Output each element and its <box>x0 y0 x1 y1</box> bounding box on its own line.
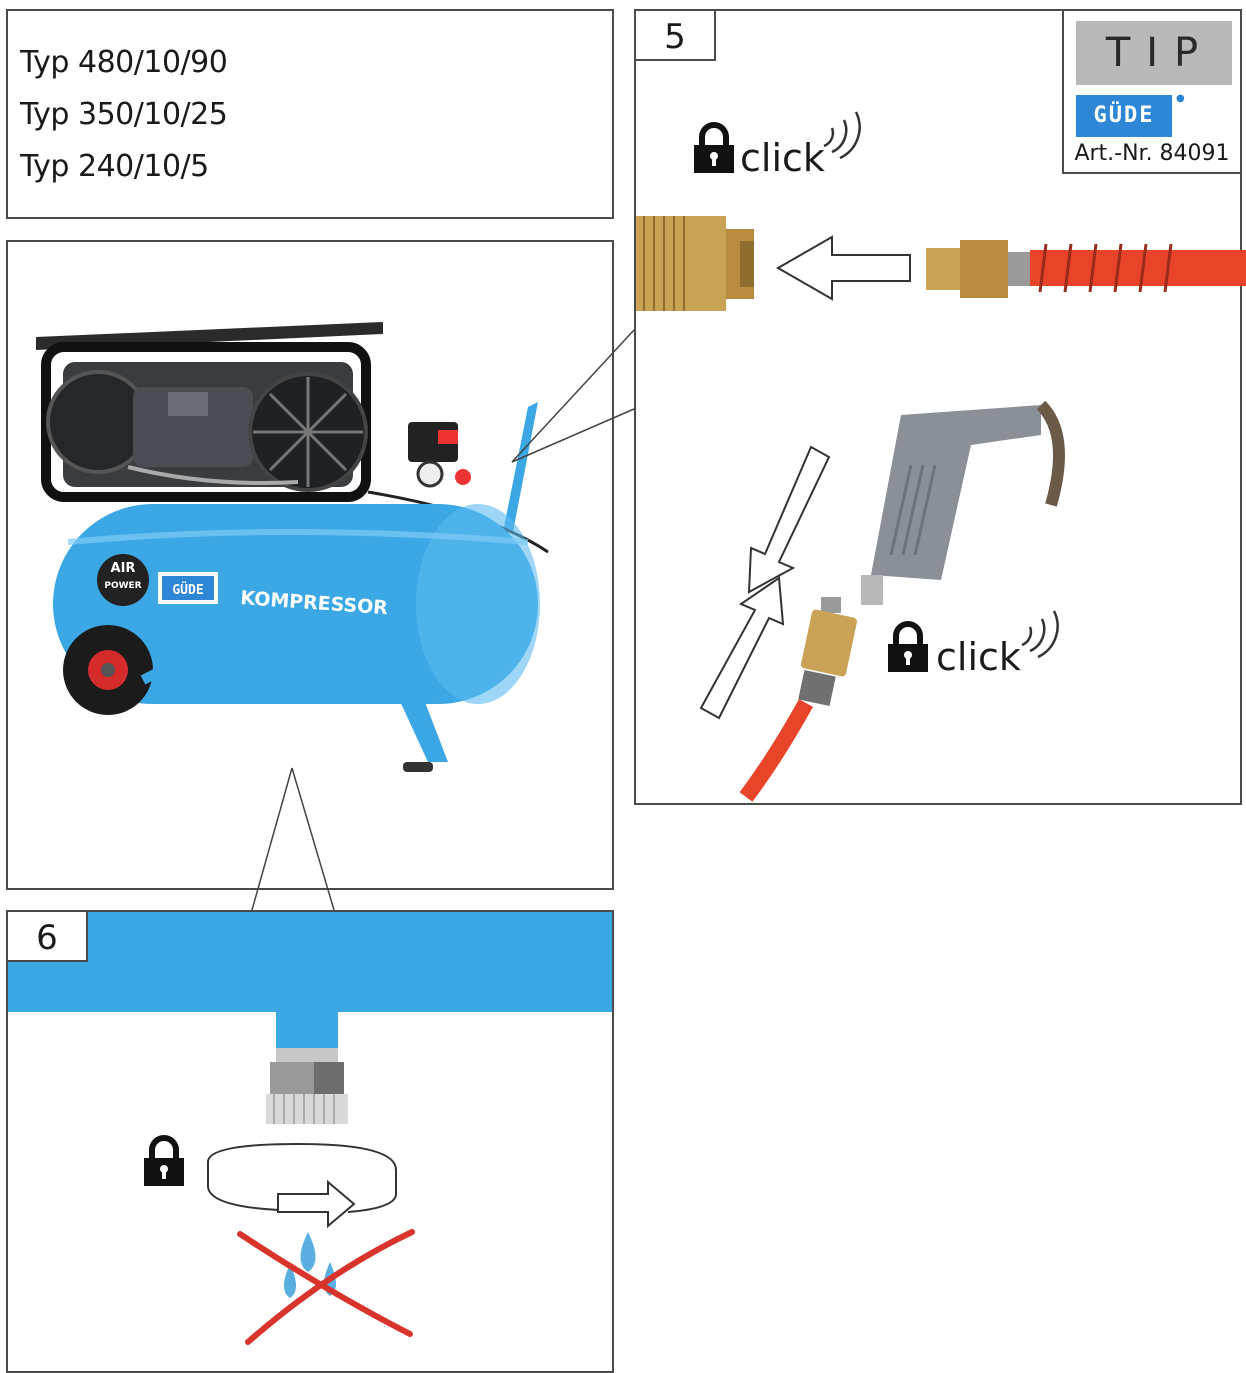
air-gun-icon <box>861 400 1065 605</box>
tip-brand-logo: GÜDE <box>1076 95 1172 137</box>
no-leak-cross-icon <box>237 1229 415 1345</box>
plug-hose-icon <box>926 240 1246 298</box>
model-line-2: Typ 350/10/25 <box>20 97 228 132</box>
model-line-3: Typ 240/10/5 <box>20 149 209 184</box>
arrow-left-icon <box>775 235 911 301</box>
badge-power-text: POWER <box>104 581 141 591</box>
lock-icon-step6 <box>144 1135 184 1186</box>
connect-arrows-icon <box>699 445 831 720</box>
click-label-bottom: click <box>936 635 1021 679</box>
badge-air-text: AIR <box>111 561 136 576</box>
lock-icon-lower <box>888 621 928 672</box>
step-5-lower-box: click <box>634 400 1242 805</box>
drain-valve-illustration <box>8 912 612 1345</box>
step-5-number: 5 <box>634 9 716 61</box>
step-6-number: 6 <box>6 910 88 962</box>
step-5-box: 5 TIP GÜDE ● Art.-Nr. 84091 click <box>634 9 1246 409</box>
compressor-photo-box: AIR POWER GÜDE KOMPRESSOR <box>6 240 614 890</box>
lock-icon <box>694 122 734 173</box>
sound-waves-icon <box>823 111 861 160</box>
click-label-top: click <box>740 136 825 180</box>
registered-icon: ● <box>1176 93 1185 104</box>
tank-brand-text: GÜDE <box>172 582 203 598</box>
model-list-box: Typ 480/10/90 Typ 350/10/25 Typ 240/10/5 <box>6 9 614 219</box>
sound-waves-icon-lower <box>1021 610 1059 659</box>
model-line-1: Typ 480/10/90 <box>20 45 228 80</box>
rotate-arrow-icon <box>207 1142 397 1229</box>
tip-box: TIP GÜDE ● Art.-Nr. 84091 <box>1062 9 1242 174</box>
coupling-hose-icon <box>739 597 857 802</box>
step-6-box: 6 <box>6 910 614 1373</box>
compressor-illustration: AIR POWER GÜDE KOMPRESSOR <box>36 322 549 772</box>
tip-article-number: Art.-Nr. 84091 <box>1074 141 1230 166</box>
tip-title: TIP <box>1076 21 1232 85</box>
brass-coupling-icon <box>636 216 754 311</box>
